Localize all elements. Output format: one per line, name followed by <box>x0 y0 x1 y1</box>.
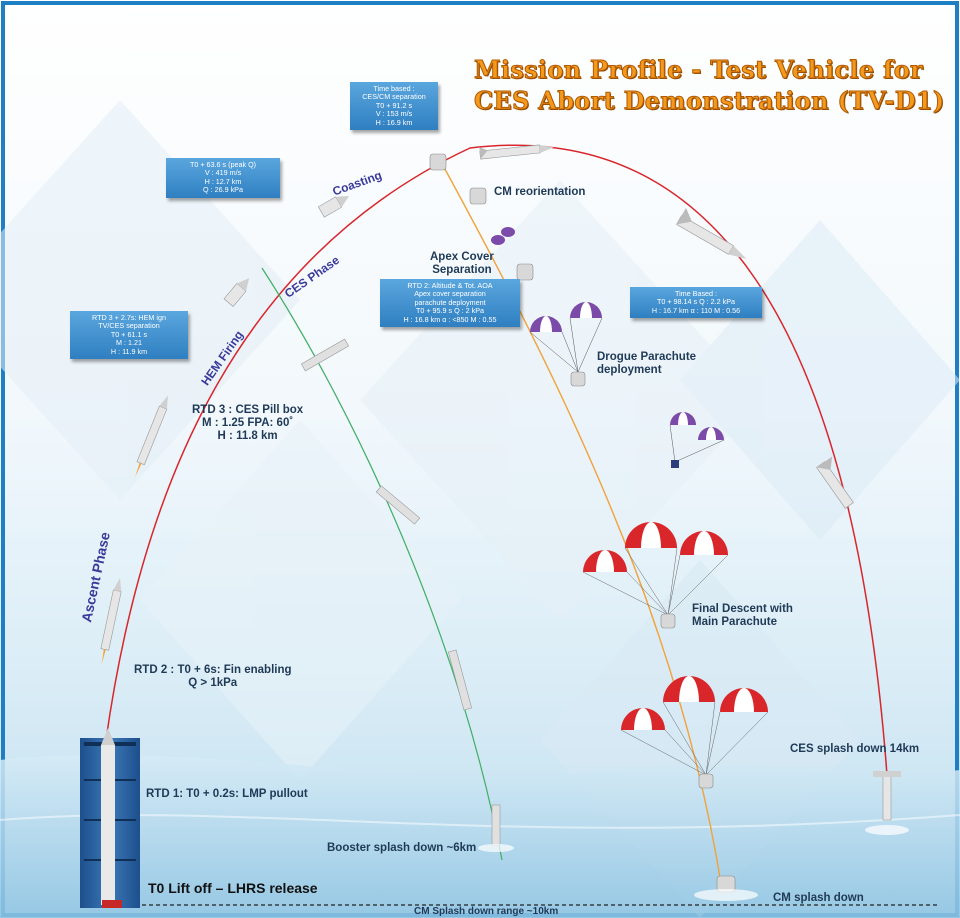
vehicle-ascent-1 <box>100 578 122 665</box>
drogue-parachute-label: Drogue Parachute deployment <box>597 351 697 376</box>
rtd1-label: RTD 1: T0 + 0.2s: LMP pullout <box>146 788 308 800</box>
booster-trajectory-line <box>261 267 503 861</box>
pilot-chutes <box>491 227 515 245</box>
crew-module-1 <box>429 153 447 171</box>
vehicle-ascent-2 <box>135 395 168 478</box>
cm-reorientation-label: CM reorientation <box>494 186 586 198</box>
ces-cm-separation-box: Time based : CES/CM separation T0 + 91.2… <box>350 82 438 131</box>
vehicle-ascent-3 <box>223 278 250 307</box>
main-parachutes-1 <box>582 522 729 629</box>
main-parachutes-2 <box>620 676 769 789</box>
title-line-1: Mission Profile - Test Vehicle for <box>474 55 924 85</box>
rtd2-apex-cover-box: RTD 2: Altitude & Tot. AOA Apex cover se… <box>380 279 520 328</box>
launch-tower <box>80 728 140 908</box>
booster-splash-label: Booster splash down ~6km <box>327 842 477 854</box>
booster-falling-1 <box>300 338 350 372</box>
booster-falling-3 <box>448 649 472 711</box>
ces-vehicle-3 <box>816 456 854 509</box>
rtd3-pillbox-label: RTD 3 : CES Pill box M : 1.25 FPA: 60˚ H… <box>192 404 304 442</box>
crew-module-2 <box>469 187 487 205</box>
diagram-title: Mission Profile - Test Vehicle for CES A… <box>474 54 945 116</box>
vehicle-coasting <box>317 196 350 218</box>
crew-module-3 <box>516 263 534 281</box>
peak-q-box: T0 + 63.6 s (peak Q) V : 419 m/s H : 12.… <box>166 158 280 198</box>
title-line-2: CES Abort Demonstration (TV-D1) <box>474 86 945 116</box>
ces-vehicle-2 <box>676 207 747 259</box>
cm-splash <box>694 875 758 901</box>
ces-trajectory-line <box>105 144 891 821</box>
cm-splash-label: CM splash down <box>773 892 864 904</box>
cm-splash-range-label: CM Splash down range ~10km <box>414 906 559 917</box>
booster-splash <box>478 804 514 852</box>
ces-vehicle-1 <box>479 144 554 160</box>
booster-falling-2 <box>375 485 421 525</box>
ces-vehicle-splash <box>865 771 909 835</box>
final-descent-label: Final Descent with Main Parachute <box>692 603 793 628</box>
apex-cover-label: Apex Cover Separation <box>430 251 494 276</box>
rtd3-hem-ignition-box: RTD 3 + 2.7s: HEM ign TV/CES separation … <box>70 311 188 360</box>
drogue-parachutes-1 <box>529 302 603 387</box>
rtd2-fin-label: RTD 2 : T0 + 6s: Fin enabling Q > 1kPa <box>134 664 292 689</box>
time-based-ces-box: Time Based : T0 + 98.14 s Q : 2.2 kPa H … <box>630 287 762 319</box>
ces-splash-label: CES splash down 14km <box>790 743 920 755</box>
drogue-parachutes-2 <box>669 412 725 468</box>
liftoff-label: T0 Lift off – LHRS release <box>148 880 318 896</box>
